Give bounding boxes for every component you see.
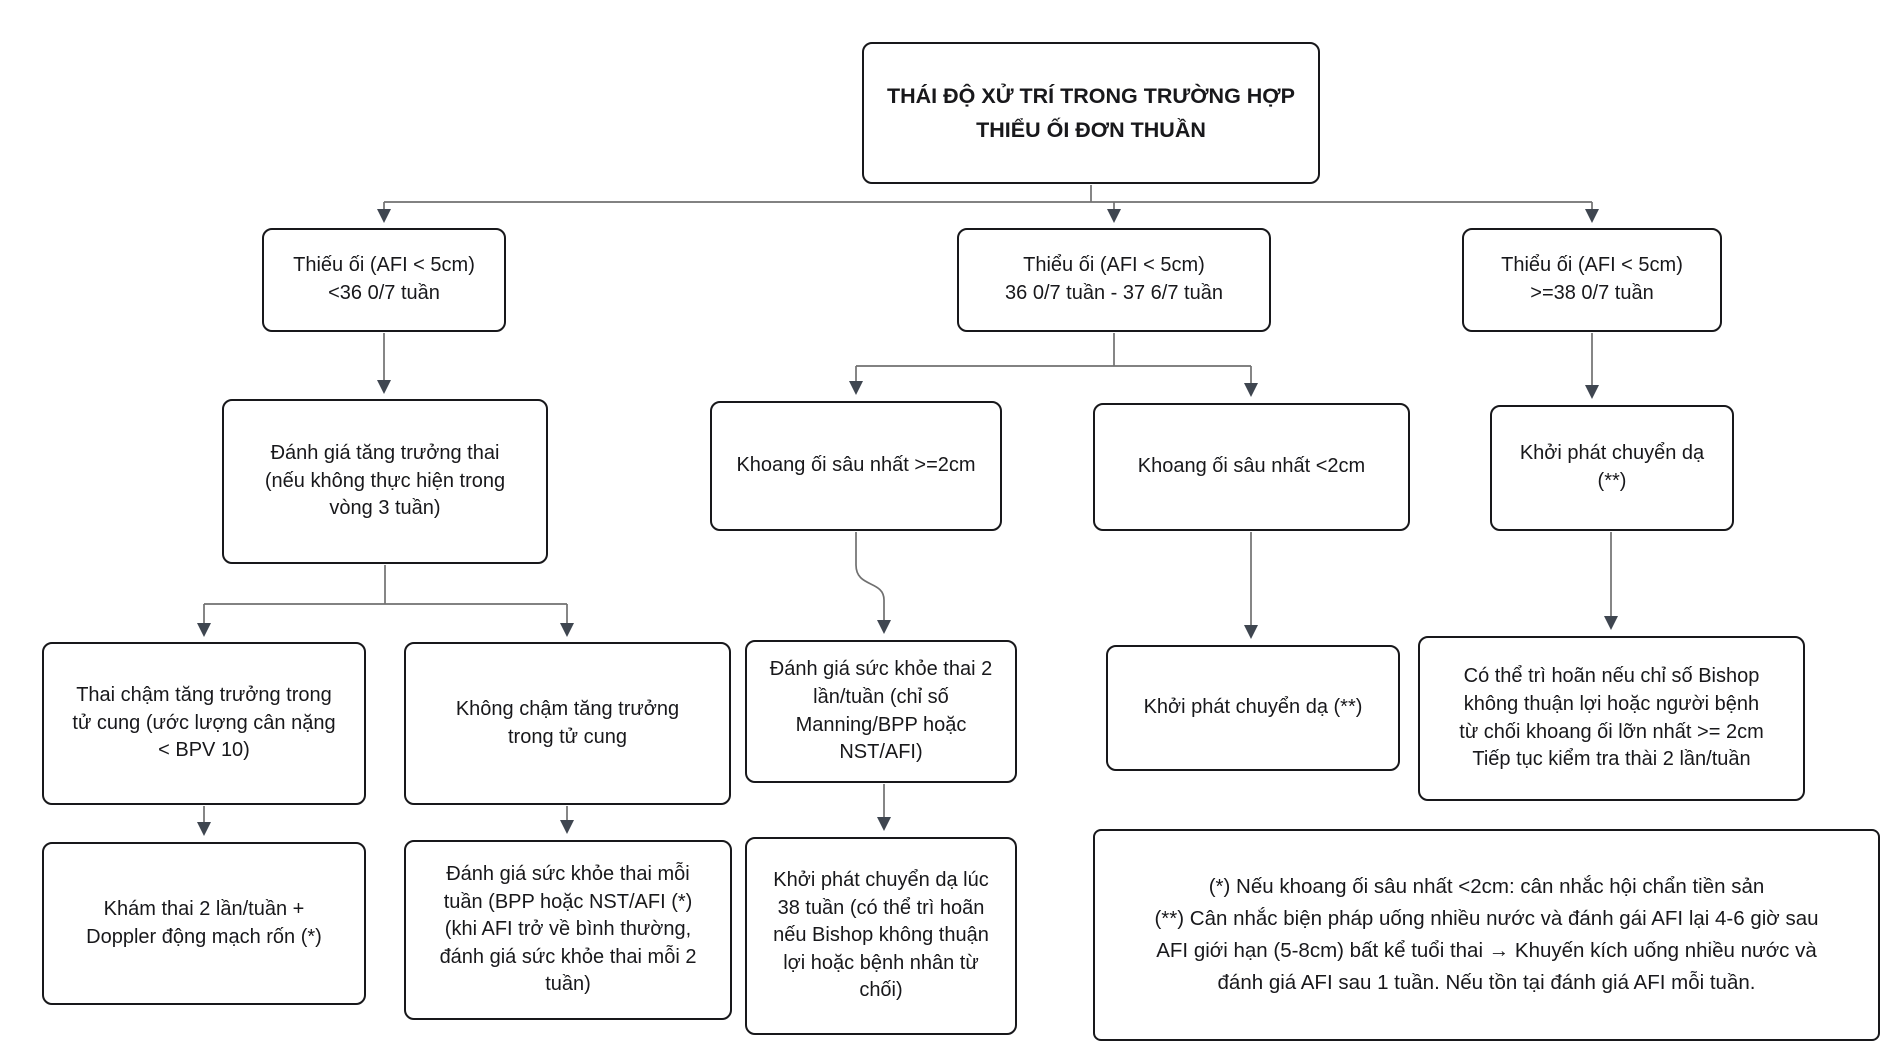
node-iol-mvp-lt2: Khởi phát chuyển dạ (**) bbox=[1106, 645, 1400, 771]
node-branch-lt36-label: Thiếu ối (AFI < 5cm) <36 0/7 tuần bbox=[293, 254, 475, 304]
node-antenatal-visits: Khám thai 2 lần/tuần + Doppler động mạch… bbox=[42, 842, 366, 1005]
node-iol-mvp-lt2-label: Khởi phát chuyển dạ (**) bbox=[1143, 696, 1363, 719]
node-iol-38-weeks-label: Khởi phát chuyển dạ lúc 38 tuần (có thể … bbox=[773, 869, 989, 1002]
node-delay-bishop: Có thể trì hoãn nếu chỉ số Bishop không … bbox=[1418, 636, 1805, 801]
node-antenatal-visits-label: Khám thai 2 lần/tuần + Doppler động mạch… bbox=[86, 897, 322, 948]
node-branch-ge38-label: Thiểu ối (AFI < 5cm) >=38 0/7 tuần bbox=[1501, 254, 1683, 304]
footnotes-text: (*) Nếu khoang ối sâu nhất <2cm: cân nhắ… bbox=[1154, 875, 1819, 994]
node-mvp-ge2: Khoang ối sâu nhất >=2cm bbox=[710, 401, 1002, 531]
node-branch-36-37: Thiểu ối (AFI < 5cm) 36 0/7 tuần - 37 6/… bbox=[957, 228, 1271, 332]
node-iol-38-weeks: Khởi phát chuyển dạ lúc 38 tuần (có thể … bbox=[745, 837, 1017, 1035]
node-no-fgr-label: Không chậm tăng trưởng trong tử cung bbox=[455, 697, 680, 748]
node-branch-lt36: Thiếu ối (AFI < 5cm) <36 0/7 tuần bbox=[262, 228, 506, 332]
node-mvp-lt2: Khoang ối sâu nhất <2cm bbox=[1093, 403, 1410, 531]
node-fgr: Thai chậm tăng trưởng trong tử cung (ước… bbox=[42, 642, 366, 805]
node-title: THÁI ĐỘ XỬ TRÍ TRONG TRƯỜNG HỢP THIỂU ỐI… bbox=[862, 42, 1320, 184]
node-fgr-label: Thai chậm tăng trưởng trong tử cung (ước… bbox=[72, 684, 336, 762]
node-iol-ge38: Khởi phát chuyển dạ (**) bbox=[1490, 405, 1734, 531]
node-title-label: THÁI ĐỘ XỬ TRÍ TRONG TRƯỜNG HỢP THIỂU ỐI… bbox=[887, 83, 1295, 142]
node-growth-assessment-label: Đánh giá tăng trưởng thai (nếu không thự… bbox=[264, 442, 506, 520]
connector-to-fetal-surveillance bbox=[855, 532, 891, 634]
node-delay-bishop-label: Có thể trì hoãn nếu chỉ số Bishop không … bbox=[1459, 665, 1764, 771]
node-branch-ge38: Thiểu ối (AFI < 5cm) >=38 0/7 tuần bbox=[1462, 228, 1722, 332]
node-weekly-surveillance: Đánh giá sức khỏe thai mỗi tuần (BPP hoặ… bbox=[404, 840, 732, 1020]
node-branch-36-37-label: Thiểu ối (AFI < 5cm) 36 0/7 tuần - 37 6/… bbox=[1005, 254, 1223, 304]
node-mvp-ge2-label: Khoang ối sâu nhất >=2cm bbox=[736, 454, 976, 477]
node-no-fgr: Không chậm tăng trưởng trong tử cung bbox=[404, 642, 731, 805]
node-fetal-surveillance-2x-label: Đánh giá sức khỏe thai 2 lần/tuần (chỉ s… bbox=[769, 658, 993, 764]
node-iol-ge38-label: Khởi phát chuyển dạ (**) bbox=[1519, 442, 1705, 492]
node-weekly-surveillance-label: Đánh giá sức khỏe thai mỗi tuần (BPP hoặ… bbox=[439, 863, 697, 996]
footnotes-box: (*) Nếu khoang ối sâu nhất <2cm: cân nhắ… bbox=[1093, 829, 1880, 1041]
node-growth-assessment: Đánh giá tăng trưởng thai (nếu không thự… bbox=[222, 399, 548, 564]
node-fetal-surveillance-2x: Đánh giá sức khỏe thai 2 lần/tuần (chỉ s… bbox=[745, 640, 1017, 783]
node-mvp-lt2-label: Khoang ối sâu nhất <2cm bbox=[1137, 455, 1366, 478]
